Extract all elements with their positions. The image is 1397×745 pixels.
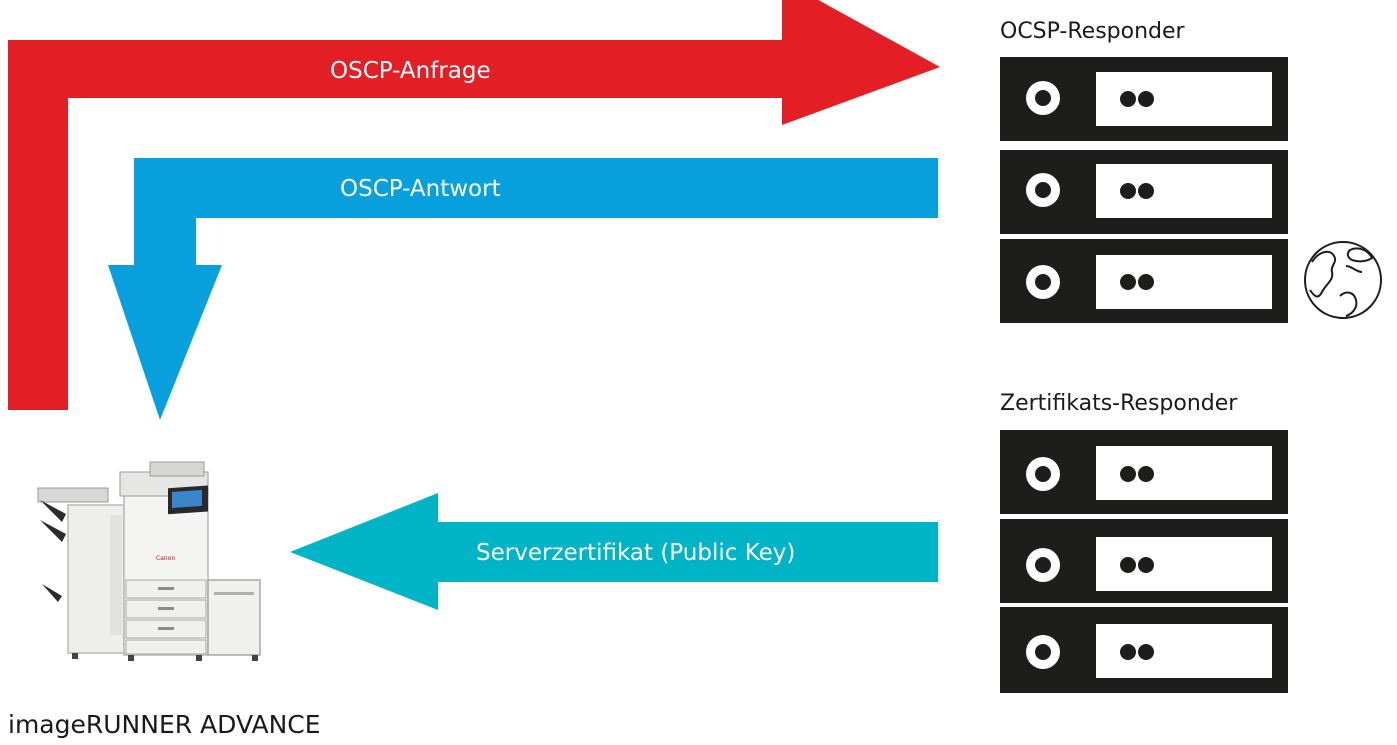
device-label: imageRUNNER ADVANCE (8, 710, 321, 739)
cert-responder-title: Zertifikats-Responder (1000, 391, 1238, 416)
request-arrow (8, 0, 940, 410)
ocsp-server-2-icon (1000, 150, 1288, 234)
cert-server-3-icon (1000, 607, 1288, 693)
printer-icon: Canon (37, 461, 261, 661)
ocsp-responder-title: OCSP-Responder (1000, 19, 1186, 44)
cert-server-stack (1000, 430, 1288, 693)
cert-server-1-icon (1000, 430, 1288, 514)
globe-icon (1304, 241, 1382, 319)
ocsp-server-3-icon (1000, 239, 1288, 323)
response-arrow-label: OSCP-Antwort (340, 176, 501, 202)
certificate-arrow (290, 493, 938, 610)
ocsp-server-1-icon (1000, 57, 1288, 141)
response-arrow (108, 158, 938, 420)
request-arrow-label: OSCP-Anfrage (330, 58, 491, 84)
printer-brand: Canon (156, 555, 175, 562)
ocsp-server-stack (1000, 57, 1288, 323)
certificate-arrow-label: Serverzertifikat (Public Key) (476, 540, 795, 566)
cert-server-2-icon (1000, 519, 1288, 603)
